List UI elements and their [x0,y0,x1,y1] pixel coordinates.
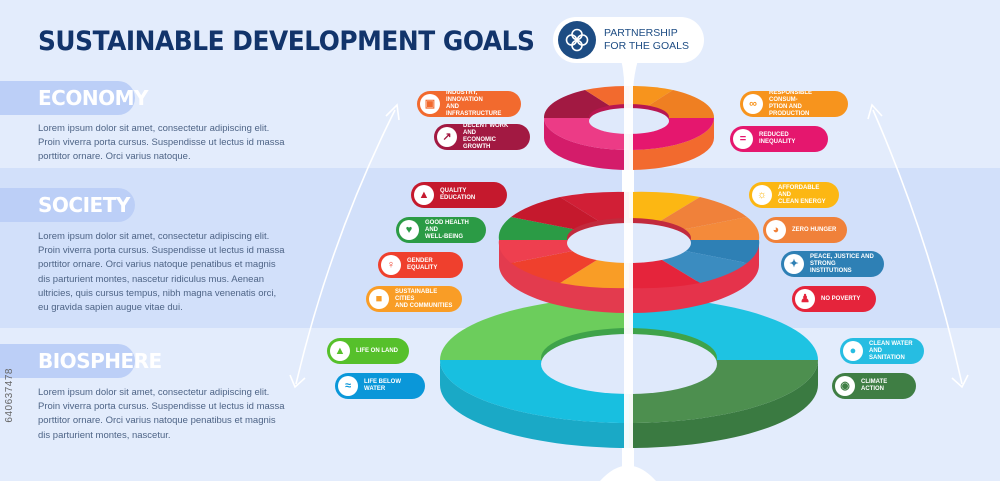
left-arrow [295,109,396,385]
goal-no-poverty-label: NO POVERTY [821,295,861,302]
goal-reduced-inequality-label: REDUCED INEQUALITY [759,132,796,145]
goal-affordable-energy: ☼ AFFORDABLE AND CLEAN ENERGY [749,182,839,208]
goal-quality-education: ▲ QUALITY EDUCATION [411,182,507,208]
economy-label: ECONOMY [38,86,148,110]
goal-decent-work: ↗ DECENT WORK AND ECONOMIC GROWTH [434,124,530,150]
society-label: SOCIETY [38,193,130,217]
goal-peace-justice-label: PEACE, JUSTICE AND STRONG INSTITUTIONS [810,253,874,274]
partnership-label: PARTNERSHIP FOR THE GOALS [604,27,689,52]
goal-no-poverty: ♟ NO POVERTY [792,286,876,312]
goal-climate-action: ◉ CLIMATE ACTION [832,373,916,399]
goal-clean-water: ● CLEAN WATER AND SANITATION [840,338,924,364]
right-arrow [872,109,963,385]
biosphere-text: Lorem ipsum dolor sit amet, consectetur … [38,387,285,441]
goal-sustainable-cities: ■ SUSTAINABLE CITIES AND COMMUNITIES [366,286,462,312]
goal-responsible: ∞ RESPONSIBLE CONSUM- PTION AND PRODUCTI… [740,91,848,117]
heartbeat-icon: ♥ [399,220,419,240]
goal-zero-hunger-label: ZERO HUNGER [792,226,837,233]
partnership-rings-icon [558,21,596,59]
goal-good-health-label: GOOD HEALTH AND WELL-BEING [425,219,469,240]
goal-quality-education-label: QUALITY EDUCATION [440,188,476,201]
gender-symbol-icon: ♀ [381,255,401,275]
biosphere-tab [0,344,135,378]
cubes-icon: ▣ [420,94,440,114]
economy-text: Lorem ipsum dolor sit amet, consectetur … [38,123,285,163]
equality-icon: = [733,129,753,149]
goal-clean-water-label: CLEAN WATER AND SANITATION [869,340,913,361]
goal-industry: ▣ INDUSTRY, INNOVATION AND INFRASTRUCTUR… [417,91,521,117]
goal-gender-equality: ♀ GENDER EQUALITY [378,252,463,278]
goal-life-below-water: ≈ LIFE BELOW WATER [335,373,425,399]
sun-energy-icon: ☼ [752,185,772,205]
economy-tab [0,81,135,115]
tree-icon: ▲ [330,341,350,361]
goal-industry-label: INDUSTRY, INNOVATION AND INFRASTRUCTURE [446,91,502,117]
graduation-cap-icon: ▲ [414,185,434,205]
biosphere-label: BIOSPHERE [38,349,162,373]
goal-climate-action-label: CLIMATE ACTION [861,379,888,392]
food-bowl-icon: ◕ [766,220,786,240]
goal-good-health: ♥ GOOD HEALTH AND WELL-BEING [396,217,486,243]
city-icon: ■ [369,289,389,309]
stem-overlay [624,48,633,480]
goal-zero-hunger: ◕ ZERO HUNGER [763,217,847,243]
page-title: SUSTAINABLE DEVELOPMENT GOALS [38,26,535,57]
goal-reduced-inequality: = REDUCED INEQUALITY [730,126,828,152]
goal-peace-justice: ✦ PEACE, JUSTICE AND STRONG INSTITUTIONS [781,251,884,277]
dove-icon: ✦ [784,254,804,274]
stock-id: 640637478 [4,368,15,423]
society-text: Lorem ipsum dolor sit amet, consectetur … [38,231,285,314]
eye-globe-icon: ◉ [835,376,855,396]
goal-life-on-land: ▲ LIFE ON LAND [327,338,409,364]
goal-responsible-label: RESPONSIBLE CONSUM- PTION AND PRODUCTION [769,91,813,117]
family-icon: ♟ [795,289,815,309]
growth-chart-icon: ↗ [437,127,457,147]
goal-life-below-water-label: LIFE BELOW WATER [364,379,401,392]
goal-gender-equality-label: GENDER EQUALITY [407,258,438,271]
goal-affordable-energy-label: AFFORDABLE AND CLEAN ENERGY [778,184,826,205]
goal-life-on-land-label: LIFE ON LAND [356,347,398,354]
water-drop-icon: ● [843,341,863,361]
goal-decent-work-label: DECENT WORK AND ECONOMIC GROWTH [463,124,509,150]
fish-icon: ≈ [338,376,358,396]
goal-sustainable-cities-label: SUSTAINABLE CITIES AND COMMUNITIES [395,288,453,309]
infinity-icon: ∞ [743,94,763,114]
society-tab [0,188,135,222]
